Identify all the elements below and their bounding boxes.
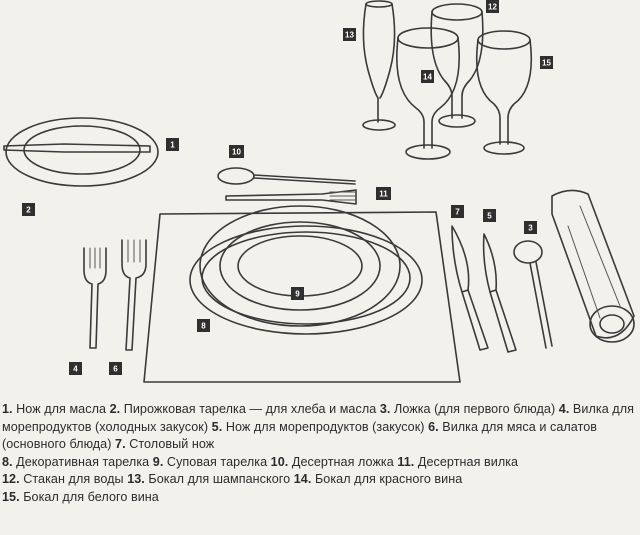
legend-item-14: Бокал для красного вина bbox=[311, 472, 463, 487]
legend-item-11: Десертная вилка bbox=[414, 454, 519, 469]
label-4: 4 bbox=[69, 362, 82, 375]
svg-text:6: 6 bbox=[113, 365, 118, 374]
label-14: 14 bbox=[421, 70, 434, 83]
svg-text:3: 3 bbox=[528, 224, 533, 233]
seafood-fork bbox=[83, 247, 107, 349]
legend-item-2: Пирожковая тарелка — для хлеба и масла bbox=[120, 402, 380, 416]
legend-num-11: 11. bbox=[397, 454, 415, 469]
label-7: 7 bbox=[451, 205, 464, 218]
dessert-fork bbox=[225, 189, 357, 205]
legend-num-1: 1. bbox=[2, 402, 13, 416]
legend-num-5: 5. bbox=[211, 419, 223, 434]
red-wine-glass bbox=[396, 27, 460, 160]
label-13: 13 bbox=[343, 28, 356, 41]
legend-item-10: Десертная ложка bbox=[288, 454, 398, 469]
table-knife bbox=[451, 225, 489, 351]
label-1: 1 bbox=[166, 138, 179, 151]
soup-plate bbox=[199, 205, 401, 327]
svg-text:2: 2 bbox=[26, 206, 31, 215]
legend-num-13: 13. bbox=[127, 472, 145, 487]
label-3: 3 bbox=[524, 221, 537, 234]
butter-knife bbox=[3, 143, 151, 153]
soup-spoon bbox=[513, 240, 553, 349]
svg-text:12: 12 bbox=[488, 3, 497, 12]
main-fork bbox=[121, 239, 147, 351]
napkin-roll bbox=[551, 189, 635, 343]
legend-item-6: Вилка для мяса и салатов (основного блюд… bbox=[2, 419, 598, 452]
svg-text:1: 1 bbox=[170, 141, 175, 150]
svg-text:11: 11 bbox=[379, 190, 388, 199]
legend-num-8: 8. bbox=[2, 454, 13, 469]
legend-num-9: 9. bbox=[152, 454, 164, 469]
legend-num-6: 6. bbox=[428, 419, 439, 434]
legend-item-8: Декоративная тарелка bbox=[12, 454, 153, 469]
legend-item-7: Столовый нож bbox=[125, 437, 215, 452]
legend-item-1: Нож для масла bbox=[12, 402, 110, 416]
champagne-glass bbox=[362, 0, 396, 131]
legend-num-2: 2. bbox=[109, 402, 121, 416]
label-12: 12 bbox=[486, 0, 499, 13]
white-wine-glass bbox=[475, 30, 533, 155]
label-11: 11 bbox=[376, 187, 391, 200]
legend-num-10: 10. bbox=[270, 454, 289, 469]
legend-num-4: 4. bbox=[558, 402, 570, 416]
svg-text:15: 15 bbox=[542, 59, 551, 68]
legend-item-9: Суповая тарелка bbox=[163, 454, 271, 469]
legend-num-15: 15. bbox=[2, 489, 20, 504]
svg-text:4: 4 bbox=[73, 365, 78, 374]
legend-num-7: 7. bbox=[115, 437, 126, 452]
svg-text:9: 9 bbox=[295, 290, 300, 299]
svg-text:14: 14 bbox=[423, 73, 432, 82]
label-6: 6 bbox=[109, 362, 122, 375]
svg-text:13: 13 bbox=[345, 31, 354, 40]
legend-num-3: 3. bbox=[379, 402, 391, 416]
legend-item-13: Бокал для шампанского bbox=[144, 472, 294, 487]
label-9: 9 bbox=[291, 287, 304, 300]
legend-text: 1. Нож для масла 2. Пирожковая тарелка —… bbox=[2, 401, 638, 507]
legend-num-12: 12. bbox=[2, 472, 20, 487]
table-setting-diagram: 13 12 14 15 1 2 10 11 7 5 3 9 8 4 6 bbox=[3, 0, 635, 383]
svg-text:8: 8 bbox=[201, 322, 206, 331]
legend-item-4: Вилка для морепродуктов (холодных закусо… bbox=[2, 402, 634, 434]
label-10: 10 bbox=[229, 145, 244, 158]
legend-item-5: Нож для морепродуктов (закусок) bbox=[222, 419, 429, 434]
svg-text:10: 10 bbox=[232, 148, 241, 157]
seafood-knife bbox=[482, 233, 517, 353]
label-2: 2 bbox=[22, 203, 35, 216]
legend-item-15: Бокал для белого вина bbox=[19, 489, 159, 504]
dessert-spoon bbox=[217, 167, 356, 185]
legend-item-3: Ложка (для первого блюда) bbox=[390, 402, 559, 416]
legend-item-12: Стакан для воды bbox=[19, 472, 128, 487]
svg-text:7: 7 bbox=[455, 208, 460, 217]
legend-num-14: 14. bbox=[293, 472, 312, 487]
svg-text:5: 5 bbox=[487, 212, 492, 221]
label-5: 5 bbox=[483, 209, 496, 222]
label-8: 8 bbox=[197, 319, 210, 332]
label-15: 15 bbox=[540, 56, 553, 69]
